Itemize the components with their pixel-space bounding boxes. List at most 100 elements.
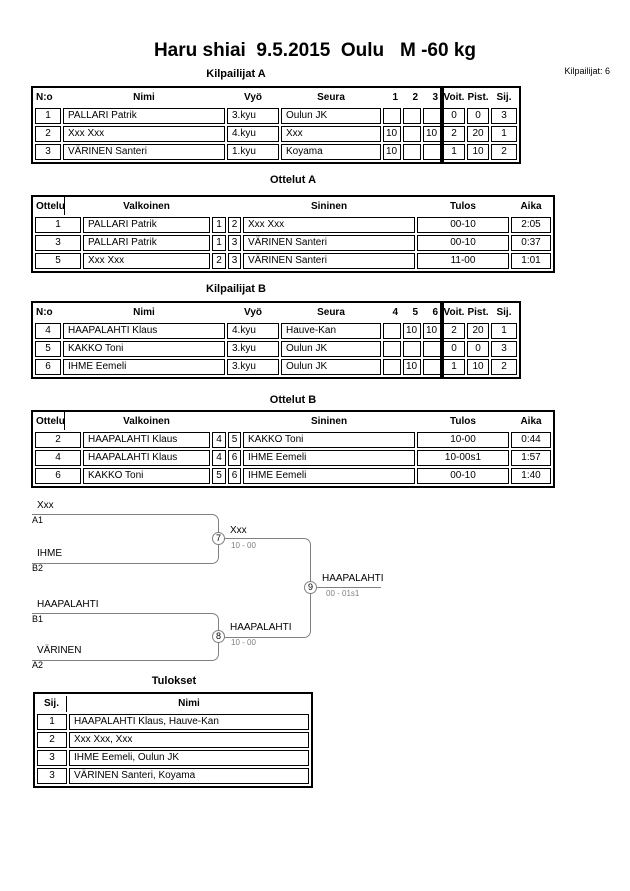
results-table-wrap: Sij. Nimi 1 HAAPALAHTI Klaus, Hauve-Kan … — [33, 692, 313, 788]
cell-wins: 0 — [443, 108, 465, 124]
bracket-slot-code: A1 — [32, 515, 44, 525]
matches-b-title: Ottelut B — [269, 394, 317, 406]
cell-m2 — [403, 126, 421, 142]
header-divider — [64, 197, 65, 215]
match-row: 2 HAAPALAHTI Klaus 4 5 KAKKO Toni 10-00 … — [35, 432, 551, 448]
cell-m6 — [423, 359, 441, 375]
cell-white: PALLARI Patrik — [83, 217, 210, 233]
cell-place: 2 — [491, 144, 517, 160]
col-time: Aika — [520, 201, 542, 212]
cell-place: 3 — [37, 768, 67, 784]
col-name: Nimi — [133, 307, 155, 318]
cell-blue-no: 3 — [228, 253, 241, 269]
pool-b-table-wrap: N:o Nimi Vyö Seura 4 5 6 Voit. Pist. Sij… — [31, 301, 521, 379]
col-m3: 3 — [432, 92, 438, 103]
competitor-row: 4 HAAPALAHTI Klaus 4.kyu Hauve-Kan 10 10… — [35, 323, 517, 339]
cell-match: 5 — [35, 253, 81, 269]
matches-b-table: Ottelu Valkoinen Sininen Tulos Aika 2 HA… — [31, 410, 555, 488]
cell-match: 2 — [35, 432, 81, 448]
cell-place: 3 — [37, 750, 67, 766]
col-place: Sij. — [496, 92, 512, 103]
cell-m4 — [383, 323, 401, 339]
cell-m3 — [423, 144, 441, 160]
cell-no: 3 — [35, 144, 61, 160]
result-row: 1 HAAPALAHTI Klaus, Hauve-Kan — [37, 714, 309, 730]
col-place: Sij. — [496, 307, 512, 318]
cell-belt: 1.kyu — [227, 144, 279, 160]
col-white-no — [212, 199, 226, 215]
cell-time: 0:44 — [511, 432, 551, 448]
page-title: Haru shiai 9.5.2015 Oulu M -60 kg — [153, 40, 477, 61]
cell-m1: 10 — [383, 126, 401, 142]
cell-no: 1 — [35, 108, 61, 124]
match-row: 4 HAAPALAHTI Klaus 4 6 IHME Eemeli 10-00… — [35, 450, 551, 466]
cell-time: 1:40 — [511, 468, 551, 484]
cell-place: 2 — [37, 732, 67, 748]
cell-m3 — [423, 108, 441, 124]
cell-wins: 2 — [443, 126, 465, 142]
cell-white-no: 4 — [212, 450, 226, 466]
cell-wins: 1 — [443, 359, 465, 375]
cell-blue-no: 5 — [228, 432, 241, 448]
elimination-bracket: Xxx A1 IHME B2 HAAPALAHTI B1 VÄRINEN A2 … — [30, 497, 395, 677]
cell-m1 — [383, 108, 401, 124]
cell-match: 6 — [35, 468, 81, 484]
cell-white-no: 1 — [212, 235, 226, 251]
cell-blue: IHME Eemeli — [243, 468, 415, 484]
pool-a-table: N:o Nimi Vyö Seura 1 2 3 Voit. Pist. Sij… — [31, 86, 521, 164]
bracket-slot-name: VÄRINEN — [37, 645, 82, 656]
col-blue-no — [228, 414, 241, 430]
cell-name: PALLARI Patrik — [63, 108, 225, 124]
cell-club: Hauve-Kan — [281, 323, 381, 339]
cell-result: 00-10 — [417, 468, 509, 484]
cell-name: IHME Eemeli — [63, 359, 225, 375]
cell-name: KAKKO Toni — [63, 341, 225, 357]
col-blue: Sininen — [310, 201, 348, 212]
result-row: 3 IHME Eemeli, Oulun JK — [37, 750, 309, 766]
bracket-final-winner: HAAPALAHTI — [322, 573, 384, 584]
cell-belt: 3.kyu — [227, 108, 279, 124]
col-no: N:o — [36, 307, 53, 318]
col-points: Pist. — [467, 92, 489, 103]
results-title: Tulokset — [151, 675, 197, 687]
col-club: Seura — [317, 92, 345, 103]
cell-blue-no: 6 — [228, 468, 241, 484]
cell-white-no: 4 — [212, 432, 226, 448]
bracket-slot-name: HAAPALAHTI — [37, 599, 99, 610]
cell-blue: KAKKO Toni — [243, 432, 415, 448]
cell-m6 — [423, 341, 441, 357]
col-m6: 6 — [432, 307, 438, 318]
col-no: N:o — [36, 92, 53, 103]
pool-a-table-wrap: N:o Nimi Vyö Seura 1 2 3 Voit. Pist. Sij… — [31, 86, 521, 164]
matches-a-table: Ottelu Valkoinen Sininen Tulos Aika 1 PA… — [31, 195, 555, 273]
col-m4: 4 — [392, 307, 398, 318]
cell-place: 3 — [491, 341, 517, 357]
cell-club: Oulun JK — [281, 341, 381, 357]
match-number-badge-9: 9 — [304, 581, 317, 594]
cell-club: Oulun JK — [281, 108, 381, 124]
cell-m2 — [403, 144, 421, 160]
col-club: Seura — [317, 307, 345, 318]
competitor-row: 1 PALLARI Patrik 3.kyu Oulun JK 0 0 3 — [35, 108, 517, 124]
col-white: Valkoinen — [123, 201, 170, 212]
cell-white-no: 5 — [212, 468, 226, 484]
bracket-final-score: 00 - 01s1 — [326, 589, 360, 598]
pool-b-title: Kilpailijat B — [206, 283, 266, 295]
cell-no: 2 — [35, 126, 61, 142]
header-row: Ottelu Valkoinen Sininen Tulos Aika — [35, 414, 551, 430]
cell-m2 — [403, 108, 421, 124]
cell-wins: 1 — [443, 144, 465, 160]
competitor-row: 6 IHME Eemeli 3.kyu Oulun JK 10 1 10 2 — [35, 359, 517, 375]
col-result: Tulos — [450, 201, 476, 212]
cell-time: 1:57 — [511, 450, 551, 466]
cell-white: KAKKO Toni — [83, 468, 210, 484]
cell-name: Xxx Xxx — [63, 126, 225, 142]
cell-time: 1:01 — [511, 253, 551, 269]
match-row: 5 Xxx Xxx 2 3 VÄRINEN Santeri 11-00 1:01 — [35, 253, 551, 269]
cell-white-no: 2 — [212, 253, 226, 269]
cell-points: 20 — [467, 323, 489, 339]
cell-place: 1 — [491, 323, 517, 339]
cell-points: 20 — [467, 126, 489, 142]
cell-time: 2:05 — [511, 217, 551, 233]
